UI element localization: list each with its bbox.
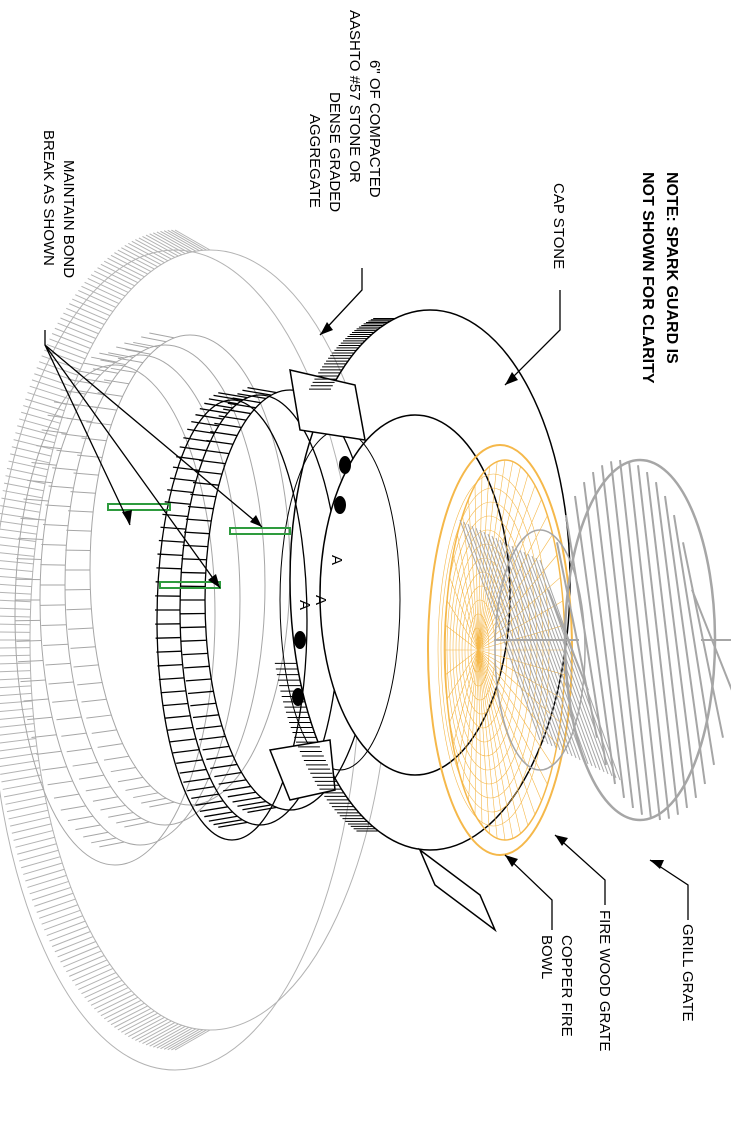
cap-stone [268, 309, 571, 933]
fire-wood-grate-label: FIRE WOOD GRATE [596, 910, 613, 1051]
bond-break-markers [107, 503, 291, 589]
copper-bowl-label: COPPER FIRE BOWL [538, 935, 575, 1037]
block-hole [294, 631, 306, 649]
gray-block-joints [15, 332, 175, 848]
cap-stone-hatch [274, 317, 396, 832]
aggregate-label-line: 6" OF COMPACTED [366, 60, 383, 198]
grill-grate-bars [494, 459, 731, 821]
aggregate-label-line: DENSE GRADED [326, 92, 343, 212]
leader-lines [44, 268, 689, 930]
block-mark-a: A [312, 595, 329, 605]
black-block-joints [155, 387, 277, 828]
aggregate-base [0, 229, 391, 1071]
aggregate-label-line: AGGREGATE [306, 114, 323, 208]
grill-grate-label: GRILL GRATE [679, 924, 696, 1022]
block-mark-a: A [328, 555, 345, 565]
arrowheads [122, 322, 664, 869]
lower-block-courses [14, 332, 291, 866]
note-line-2: NOT SHOWN FOR CLARITY [639, 172, 656, 384]
copper-fire-bowl [427, 444, 573, 856]
copper-bowl-mesh [437, 459, 565, 841]
cap-stone-label: CAP STONE [550, 183, 567, 269]
note-line-1: NOTE: SPARK GUARD IS [663, 172, 680, 364]
bond-break-label-line: BREAK AS SHOWN [40, 130, 57, 266]
aggregate-label: 6" OF COMPACTED AASHTO #57 STONE OR DENS… [306, 10, 383, 212]
block-mark-a: A [296, 600, 313, 610]
block-hole [292, 688, 304, 706]
fire-wood-grate-bars [459, 519, 621, 781]
copper-bowl-label-line: BOWL [538, 935, 555, 979]
aggregate-label-line: AASHTO #57 STONE OR [346, 10, 363, 183]
fire-wood-grate [459, 519, 621, 781]
block-hole [339, 456, 351, 474]
bond-break-label: MAINTAIN BOND BREAK AS SHOWN [40, 130, 77, 278]
note: NOTE: SPARK GUARD IS NOT SHOWN FOR CLARI… [639, 172, 680, 384]
aggregate-hatch [0, 229, 211, 1051]
block-marks: A A A [292, 456, 351, 706]
bond-break-label-line: MAINTAIN BOND [60, 160, 77, 278]
grill-grate [494, 458, 731, 822]
block-hole [334, 496, 346, 514]
copper-bowl-label-line: COPPER FIRE [558, 935, 575, 1037]
